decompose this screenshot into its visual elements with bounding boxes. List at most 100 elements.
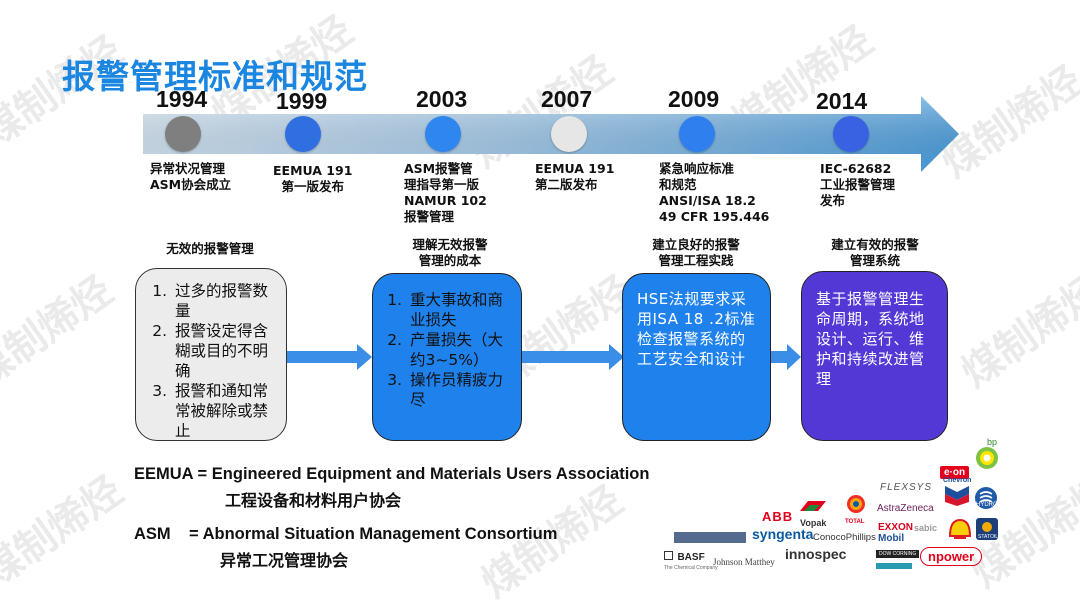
list-item: 报警和通知常常被解除或禁止 [172, 381, 272, 441]
chevron-icon [945, 486, 969, 506]
stage-label: 无效的报警管理 [140, 241, 280, 257]
text-line: EEMUA 191 [535, 161, 615, 176]
timeline-dot [551, 116, 587, 152]
text-line: 理解无效报警 [412, 237, 488, 252]
text-line: 管理工程实践 [658, 253, 734, 268]
stage-box-4: 基于报警管理生命周期，系统地设计、运行、维护和持续改进管理 [801, 271, 948, 441]
stage-label: 理解无效报警管理的成本 [380, 237, 520, 269]
stage-item-list: 重大事故和商业损失产量损失（大约3~5%）操作员精疲力尽 [387, 290, 507, 410]
flexsys-logo: FLEXSYS [880, 482, 933, 493]
text-line: ANSI/ISA 18.2 [659, 193, 756, 208]
abb-logo: ABB [762, 509, 794, 524]
astrazeneca-logo: AstraZeneca [877, 503, 934, 514]
text-line: 报警管理 [404, 209, 455, 224]
text-line: ASM协会成立 [150, 177, 232, 192]
innospec-logo: innospec [785, 546, 847, 562]
text-line: 49 CFR 195.446 [659, 209, 770, 224]
statoil-icon [976, 518, 998, 540]
syngenta-logo: syngenta [752, 526, 814, 542]
text-line: 管理的成本 [418, 253, 482, 268]
vopak-flag-icon [800, 501, 826, 511]
list-item: 重大事故和商业损失 [407, 290, 507, 330]
total-logo: TOTAL [845, 494, 867, 525]
watermark: 煤制烯烃 [0, 267, 122, 398]
list-item: 产量损失（大约3~5%） [407, 330, 507, 370]
definition-asm-zh: 异常工况管理协会 [220, 551, 349, 570]
stage-box-1: 过多的报警数量报警设定得含糊或目的不明确报警和通知常常被解除或禁止 [135, 268, 287, 441]
text-line: IEC-62682 [820, 161, 892, 176]
hydro-icon [975, 487, 997, 509]
list-item: 操作员精疲力尽 [407, 370, 507, 410]
stage-box-3: HSE法规要求采用ISA 18 .2标准检查报警系统的工艺安全和设计 [622, 273, 771, 441]
list-item: 过多的报警数量 [172, 281, 272, 321]
timeline-year: 2009 [668, 86, 720, 112]
text-line: ASM报警管 [404, 161, 473, 176]
text-line: EEMUA 191 [273, 163, 353, 178]
chevron-logo: Chevron [943, 477, 971, 514]
definition-eemua-en: EEMUA = Engineered Equipment and Materia… [134, 465, 650, 483]
flow-arrow [285, 344, 372, 370]
shell-logo [948, 518, 972, 545]
text-line: 第二版发布 [535, 177, 598, 192]
definition-eemua-zh: 工程设备和材料用户协会 [225, 491, 402, 510]
shell-icon [948, 518, 972, 539]
stage-text: 基于报警管理生命周期，系统地设计、运行、维护和持续改进管理 [816, 290, 925, 388]
text-line: 异常状况管理 [150, 161, 226, 176]
watermark: 煤制烯烃 [0, 467, 132, 598]
page-title: 报警管理标准和规范 [62, 57, 368, 96]
timeline-dot [285, 116, 321, 152]
text-line: 和规范 [659, 177, 697, 192]
dowcorning-logo: DOW CORNING [876, 550, 920, 558]
exxonmobil-logo: EXXON Mobil [878, 522, 914, 544]
basf-square-icon [664, 551, 673, 561]
generic-logo-bar [674, 532, 746, 543]
bp-logo: bp [974, 437, 1000, 471]
list-item: 报警设定得含糊或目的不明确 [172, 321, 272, 381]
total-icon [847, 495, 865, 513]
timeline-dot [165, 116, 201, 152]
timeline-dot [833, 116, 869, 152]
timeline-year: 2007 [541, 86, 593, 112]
text-line: NAMUR 102 [404, 193, 487, 208]
timeline-dot [679, 116, 715, 152]
watermark: 煤制烯烃 [953, 267, 1080, 398]
johnson-matthey-logo: Johnson Matthey [713, 557, 775, 567]
text-line: 第一版发布 [281, 179, 344, 194]
hydro-logo: HYDRO [974, 486, 998, 510]
flow-arrow [521, 344, 624, 370]
text-line: 工业报警管理 [820, 177, 896, 192]
stage-text: HSE法规要求采用ISA 18 .2标准检查报警系统的工艺安全和设计 [637, 290, 756, 368]
statoil-logo: STATOIL [976, 518, 998, 545]
text-line: 建立有效的报警 [831, 237, 919, 252]
stage-box-2: 重大事故和商业损失产量损失（大约3~5%）操作员精疲力尽 [372, 273, 522, 441]
basf-logo: BASF The Chemical Company [664, 551, 718, 571]
timeline-year: 1994 [156, 86, 208, 112]
definition-asm-en: ASM = Abnormal Situation Management Cons… [134, 525, 558, 543]
bp-helios-icon [976, 447, 998, 469]
stage-item-list: 过多的报警数量报警设定得含糊或目的不明确报警和通知常常被解除或禁止 [150, 281, 272, 441]
stage-label: 建立有效的报警管理系统 [805, 237, 945, 269]
sabic-logo: sabic [914, 523, 938, 533]
conocophillips-logo: ConocoPhillips [813, 532, 876, 543]
text-line: 发布 [820, 193, 846, 208]
stage-label: 建立良好的报警管理工程实践 [626, 237, 766, 269]
timeline-year: 2014 [816, 88, 868, 114]
eon-logo: e·on [940, 466, 970, 479]
text-line: 无效的报警管理 [166, 241, 254, 256]
text-line: 建立良好的报警 [652, 237, 740, 252]
text-line: 紧急响应标准 [659, 161, 735, 176]
generic-logo-bar-2 [876, 563, 912, 569]
vopak-logo: Vopak [800, 500, 826, 528]
flow-arrow [770, 344, 801, 370]
timeline-year: 1999 [276, 88, 328, 114]
timeline-year: 2003 [416, 86, 468, 112]
text-line: 理指导第一版 [404, 177, 480, 192]
text-line: 管理系统 [849, 253, 900, 268]
npower-logo: npower [920, 547, 983, 566]
